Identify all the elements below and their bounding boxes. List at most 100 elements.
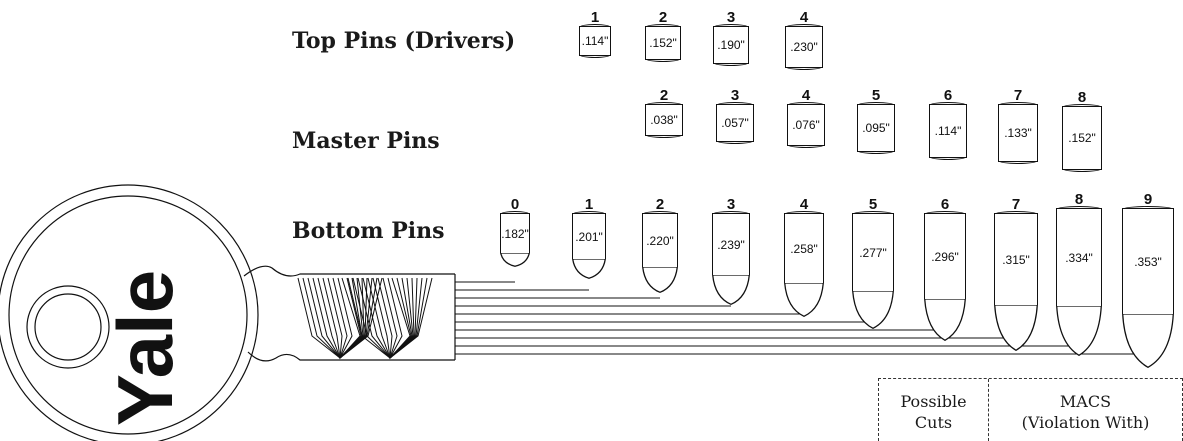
macs-header: MACS (Violation With) [989,379,1182,441]
pin-size: .334" [1065,250,1093,265]
pin-tip [1122,314,1174,368]
pin-number: 2 [658,9,668,26]
pin-tip [1056,306,1102,356]
pin-size: .230" [790,40,818,54]
key-hole-inner [34,293,102,361]
top-pins-label: Top Pins (Drivers) [292,28,516,54]
keyway-pattern [297,277,433,360]
key-hole-outer [26,285,110,369]
bottom-pins-label: Bottom Pins [292,218,445,244]
master-pin-7: 7 .133" [998,87,1038,164]
pin-number: 7 [1013,87,1023,104]
macs-line2: (Violation With) [1021,413,1150,432]
pin-size: .296" [931,249,959,264]
pin-size: .057" [721,116,749,130]
pin-number: 0 [510,196,520,213]
possible-cuts-line1: Possible [900,392,967,411]
pin-body: .038" [645,102,683,138]
bottom-pin-9: 9.353" [1122,192,1174,368]
master-pin-4: 4 .076" [787,87,825,148]
pin-body: .190" [713,24,749,66]
pin-size: .201" [575,229,603,244]
pin-tip [852,291,894,329]
pin-body: .296" [924,211,966,299]
pin-body: .152" [645,24,681,62]
master-pin-3: 3 .057" [716,87,754,144]
pin-number: 2 [659,87,669,104]
bottom-pin-5: 5 .277" [852,197,894,329]
pin-number: 8 [1074,191,1084,208]
pin-body: .239" [712,211,750,275]
cut-depth-lines [455,281,1148,355]
pin-size: .220" [646,233,674,248]
pin-body: .258" [784,211,824,283]
pin-number: 6 [940,196,950,213]
cuts-table: Possible Cuts MACS (Violation With) [878,378,1183,441]
pin-tip [572,259,606,279]
pin-body: .076" [787,102,825,148]
pin-number: 5 [868,196,878,213]
bottom-pin-1: 1 .201" [572,197,606,279]
top-pin-2: 2 .152" [645,9,681,62]
pin-body: .315" [994,211,1038,305]
bottom-pin-8: 8 .334" [1056,192,1102,356]
pin-body: .057" [716,102,754,144]
pin-size: .152" [1068,131,1096,145]
pin-body: .133" [998,102,1038,164]
pin-number: 5 [871,87,881,104]
pin-size: .152" [649,36,677,50]
top-pin-1: 1 .114" [578,9,612,58]
pin-size: .277" [859,245,887,260]
macs-line1: MACS [1059,392,1112,411]
keyway-chevron [337,277,361,359]
pin-body: .230" [785,24,823,70]
bottom-pin-3: 3.239" [712,197,750,305]
pin-number: 6 [943,87,953,104]
pin-size: .076" [792,118,820,132]
pin-body: .114" [579,24,611,58]
pin-number: 1 [584,196,594,213]
pin-size: .038" [650,113,678,127]
bottom-pin-6: 6 .296" [924,197,966,341]
pin-size: .239" [717,237,745,252]
pin-size: .190" [717,38,745,52]
pin-size: .258" [790,241,818,256]
pin-number: 2 [655,196,665,213]
master-pin-8: 8 .152" [1062,89,1102,172]
key-bow-inner [8,195,248,435]
pin-body: .220" [642,211,678,267]
bottom-pin-0: 0 .182" [500,197,530,267]
pin-size: .095" [862,121,890,135]
key-neck-lower [247,351,455,362]
pin-size: .353" [1134,254,1162,269]
pin-size: .114" [934,124,962,138]
key-bow-outer [0,184,259,441]
possible-cuts-line2: Cuts [914,413,953,432]
pin-number: 1 [590,9,600,26]
pin-number: 3 [730,87,740,104]
pin-body: .114" [929,102,967,160]
pin-number: 4 [801,87,811,104]
bottom-pin-4: 4.258" [784,197,824,317]
pin-body: .182" [500,211,530,253]
master-pin-5: 5 .095" [857,87,895,154]
pin-body: .152" [1062,104,1102,172]
pin-tip [784,283,824,317]
pin-number: 4 [799,9,809,26]
pin-size: .182" [501,226,529,241]
keyway-chevron [387,277,411,359]
pin-number: 8 [1077,89,1087,106]
pin-body: .277" [852,211,894,291]
pin-number: 3 [726,9,736,26]
pin-tip [642,267,678,293]
pin-body: .095" [857,102,895,154]
pin-tip [994,305,1038,351]
pin-size: .114" [581,34,609,48]
yale-logo: Yale [101,270,189,426]
pin-number: 7 [1011,196,1021,213]
bottom-pin-2: 2 .220" [642,197,678,293]
master-pins-label: Master Pins [292,128,440,154]
pin-body: .334" [1056,206,1102,306]
possible-cuts-header: Possible Cuts [879,379,989,441]
